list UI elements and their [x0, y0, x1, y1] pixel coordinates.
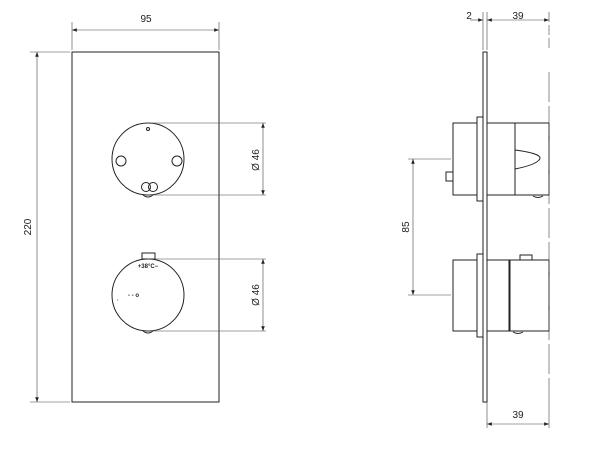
lower-diameter-label: Ø 46	[251, 284, 262, 306]
upper-diameter-label: Ø 46	[251, 149, 262, 171]
height-dimension: 220	[23, 51, 70, 403]
upper-body	[445, 116, 550, 202]
height-label: 220	[23, 218, 34, 235]
lower-body	[452, 253, 550, 338]
side-plate	[482, 51, 488, 403]
upper-knob: Ø 46	[111, 122, 266, 198]
svg-text:,: ,	[117, 296, 119, 302]
width-dimension: 95	[71, 14, 220, 50]
bottom-dimension: 39	[486, 400, 550, 428]
front-view: 95 220 Ø 46 +38°C− ,	[23, 14, 266, 403]
top-dimensions: 2 39	[466, 11, 550, 50]
spacing-label: 85	[401, 221, 412, 233]
svg-text:- - o: - - o	[128, 293, 139, 299]
front-plate	[71, 51, 220, 403]
temperature-scale-label: +38°C−	[138, 264, 159, 270]
lower-knob: +38°C− , - - o Ø 46	[111, 252, 266, 334]
plate-thickness-label: 2	[466, 11, 472, 22]
bottom-depth-label: 39	[512, 410, 524, 421]
side-view: 2 39 85	[401, 11, 550, 428]
top-depth-label: 39	[512, 11, 524, 22]
spacing-dimension: 85	[401, 158, 451, 296]
width-label: 95	[140, 14, 152, 25]
